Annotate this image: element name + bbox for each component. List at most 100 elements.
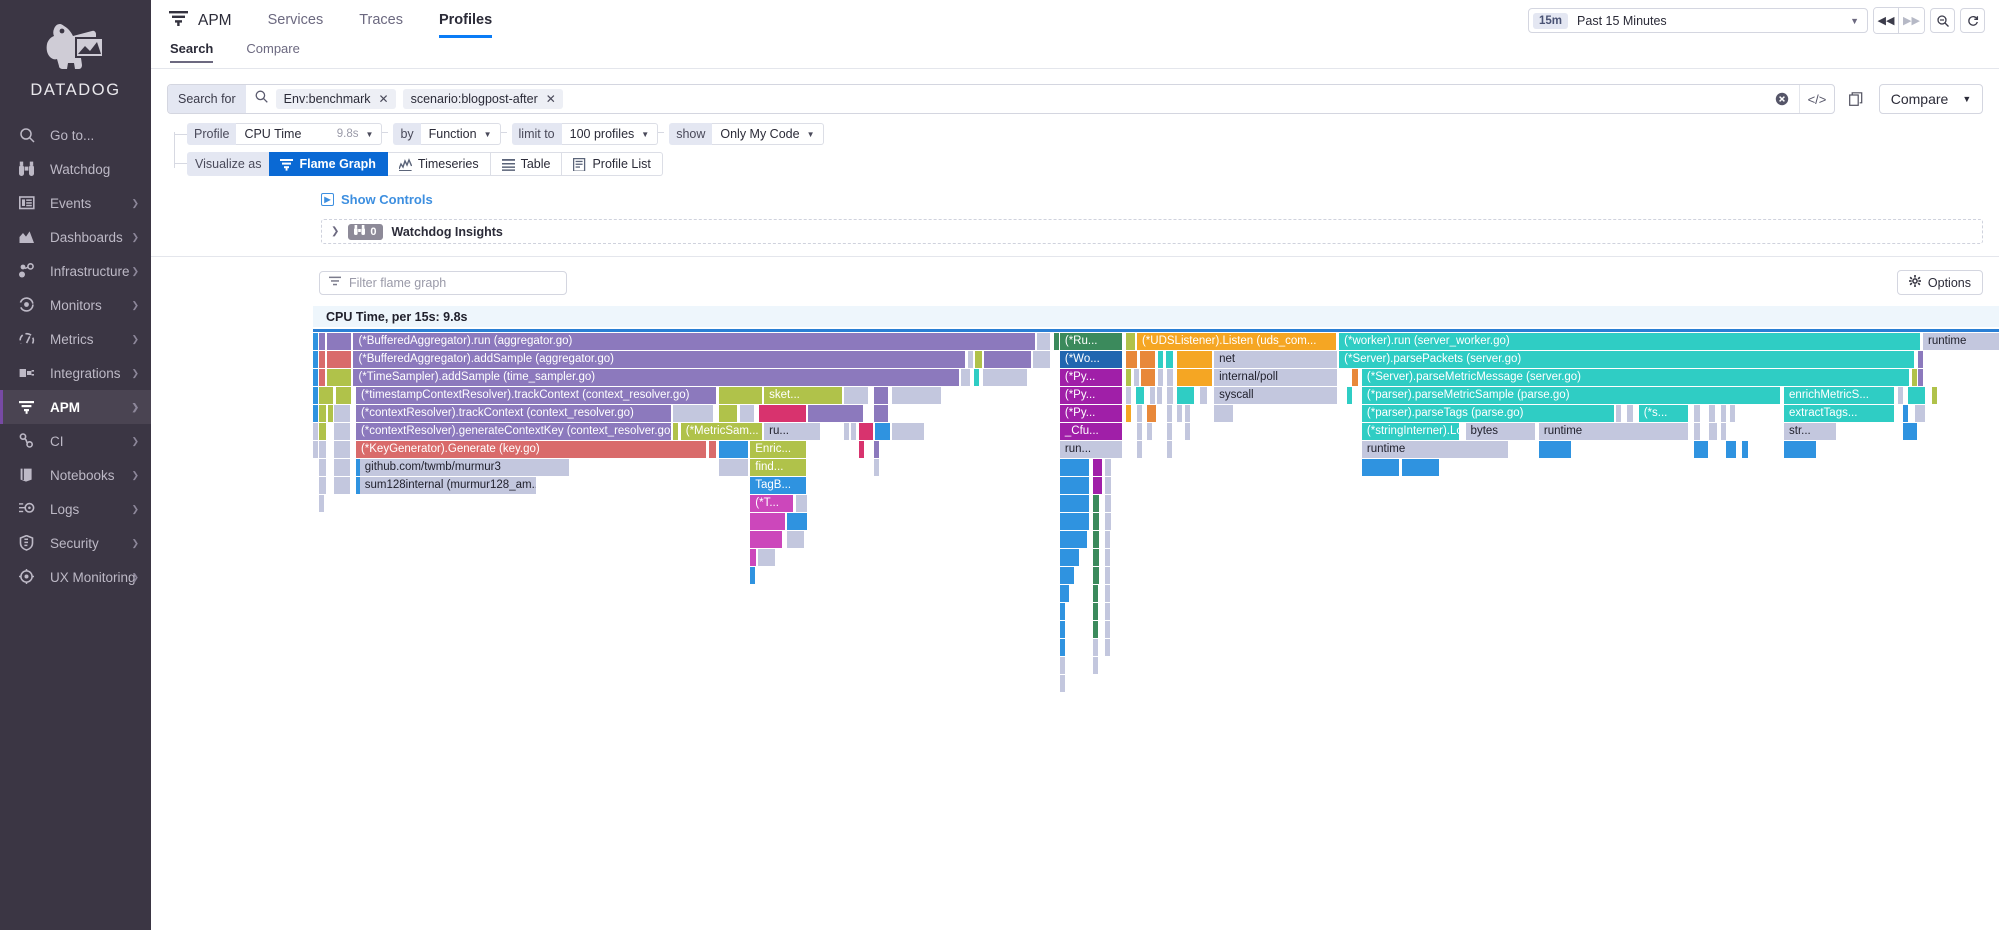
flame-frame-unlabeled[interactable] <box>319 423 327 440</box>
flame-frame-unlabeled[interactable] <box>1147 423 1154 440</box>
flame-frame[interactable]: (*Py... <box>1059 369 1124 386</box>
flame-frame-unlabeled[interactable] <box>1092 549 1101 566</box>
flame-frame-unlabeled[interactable] <box>334 459 351 476</box>
flame-frame-unlabeled[interactable] <box>1105 639 1112 656</box>
flame-frame[interactable]: sket... <box>764 387 843 404</box>
flame-graph[interactable]: (*BufferedAggregator).run (aggregator.go… <box>313 329 1999 809</box>
flame-frame-unlabeled[interactable] <box>1185 423 1191 440</box>
sidebar-item-monitors[interactable]: Monitors❯ <box>0 288 151 322</box>
flame-frame-unlabeled[interactable] <box>1694 405 1701 422</box>
flame-frame-unlabeled[interactable] <box>1915 405 1926 422</box>
time-range-select[interactable]: 15m Past 15 Minutes ▼ <box>1528 8 1868 33</box>
flame-frame-unlabeled[interactable] <box>673 405 714 422</box>
flame-frame-unlabeled[interactable] <box>1092 513 1101 530</box>
flame-frame-unlabeled[interactable] <box>1059 531 1088 548</box>
sidebar-item-ci[interactable]: CI❯ <box>0 424 151 458</box>
flame-frame[interactable]: run... <box>1059 441 1124 458</box>
watchdog-insights-bar[interactable]: ❯ 0 Watchdog Insights <box>321 219 1983 244</box>
flame-frame-unlabeled[interactable] <box>1402 459 1441 476</box>
sidebar-item-ux-monitoring[interactable]: UX Monitoring❯ <box>0 560 151 594</box>
flame-frame-unlabeled[interactable] <box>319 405 327 422</box>
flame-frame-unlabeled[interactable] <box>313 333 319 350</box>
flame-frame-unlabeled[interactable] <box>1059 657 1066 674</box>
refresh-button[interactable] <box>1960 8 1985 33</box>
flame-frame-unlabeled[interactable] <box>1911 369 1918 386</box>
flame-frame-unlabeled[interactable] <box>718 405 738 422</box>
flame-frame[interactable]: TagB... <box>750 477 808 494</box>
flame-frame-unlabeled[interactable] <box>1627 405 1634 422</box>
flame-frame-unlabeled[interactable] <box>1694 423 1701 440</box>
flame-frame-unlabeled[interactable] <box>1105 495 1112 512</box>
limit-value[interactable]: 100 profiles ▼ <box>561 123 659 145</box>
flame-frame-unlabeled[interactable] <box>740 405 756 422</box>
flame-frame-unlabeled[interactable] <box>718 441 749 458</box>
flame-frame[interactable]: net <box>1214 351 1338 368</box>
flame-frame-unlabeled[interactable] <box>786 531 805 548</box>
flame-frame-unlabeled[interactable] <box>858 441 865 458</box>
flame-frame-unlabeled[interactable] <box>319 369 326 386</box>
flame-frame-unlabeled[interactable] <box>313 387 319 404</box>
flame-filter-input[interactable]: Filter flame graph <box>319 270 567 295</box>
flame-frame-unlabeled[interactable] <box>313 441 319 458</box>
flame-frame-unlabeled[interactable] <box>759 405 808 422</box>
flame-frame-unlabeled[interactable] <box>1166 351 1174 368</box>
flame-frame-unlabeled[interactable] <box>750 531 784 548</box>
flame-frame[interactable]: extractTags... <box>1784 405 1896 422</box>
flame-frame-unlabeled[interactable] <box>319 459 327 476</box>
sidebar-item-metrics[interactable]: Metrics❯ <box>0 322 151 356</box>
flame-frame-unlabeled[interactable] <box>326 351 353 368</box>
flame-frame-unlabeled[interactable] <box>313 405 319 422</box>
flame-frame[interactable]: (*contextResolver).generateContextKey (c… <box>355 423 672 440</box>
tab-profiles[interactable]: Profiles <box>438 0 493 41</box>
limit-filter[interactable]: limit to 100 profiles ▼ <box>511 123 664 145</box>
flame-frame-unlabeled[interactable] <box>1147 405 1158 422</box>
flame-frame-unlabeled[interactable] <box>1105 513 1112 530</box>
flame-frame[interactable]: (*Wo... <box>1059 351 1124 368</box>
sidebar-item-watchdog[interactable]: Watchdog <box>0 152 151 186</box>
flame-frame[interactable]: (*stringInterner).LoadOrStore... <box>1361 423 1461 440</box>
flame-frame-unlabeled[interactable] <box>1092 477 1103 494</box>
flame-frame-unlabeled[interactable] <box>1092 495 1101 512</box>
code-view-button[interactable]: </> <box>1807 91 1827 107</box>
flame-frame-unlabeled[interactable] <box>1902 405 1910 422</box>
flame-frame-unlabeled[interactable] <box>1135 387 1145 404</box>
flame-frame-unlabeled[interactable] <box>1361 459 1400 476</box>
flame-frame-unlabeled[interactable] <box>1167 405 1174 422</box>
flame-frame-unlabeled[interactable] <box>1092 603 1100 620</box>
flame-frame-unlabeled[interactable] <box>1059 603 1067 620</box>
flame-frame-unlabeled[interactable] <box>1158 351 1165 368</box>
flame-frame-unlabeled[interactable] <box>1059 549 1081 566</box>
flame-frame-unlabeled[interactable] <box>1134 369 1141 386</box>
flame-frame[interactable]: (*parser).parseTags (parse.go) <box>1361 405 1615 422</box>
flame-frame-unlabeled[interactable] <box>1140 369 1156 386</box>
flame-frame-unlabeled[interactable] <box>1214 405 1235 422</box>
flame-frame-unlabeled[interactable] <box>1139 351 1156 368</box>
flame-frame-unlabeled[interactable] <box>1615 405 1623 422</box>
flame-frame-unlabeled[interactable] <box>1136 405 1144 422</box>
sidebar-item-dashboards[interactable]: Dashboards❯ <box>0 220 151 254</box>
flame-frame-unlabeled[interactable] <box>874 387 890 404</box>
flame-frame-unlabeled[interactable] <box>1092 531 1101 548</box>
flame-frame[interactable]: ru... <box>764 423 822 440</box>
flame-frame-unlabeled[interactable] <box>1917 369 1924 386</box>
flame-frame-unlabeled[interactable] <box>967 351 974 368</box>
close-icon[interactable]: ✕ <box>545 92 556 106</box>
sidebar-item-security[interactable]: Security❯ <box>0 526 151 560</box>
flame-frame[interactable]: (*T... <box>750 495 795 512</box>
flame-frame-unlabeled[interactable] <box>874 441 881 458</box>
flame-frame-unlabeled[interactable] <box>1105 549 1112 566</box>
flame-frame[interactable]: (*parser).parseMetricSample (parse.go) <box>1361 387 1782 404</box>
flame-frame-unlabeled[interactable] <box>874 405 890 422</box>
time-forward-button[interactable]: ▶▶ <box>1899 8 1924 33</box>
flame-frame[interactable]: Enric... <box>750 441 808 458</box>
flame-frame-unlabeled[interactable] <box>1105 459 1112 476</box>
flame-frame[interactable]: (*Py... <box>1059 387 1124 404</box>
flame-frame-unlabeled[interactable] <box>891 423 925 440</box>
show-filter[interactable]: show Only My Code ▼ <box>669 123 824 145</box>
flame-frame[interactable]: (*BufferedAggregator).run (aggregator.go… <box>353 333 1036 350</box>
flame-frame-unlabeled[interactable] <box>750 567 757 584</box>
flame-frame-unlabeled[interactable] <box>961 369 972 386</box>
flame-frame-unlabeled[interactable] <box>843 423 850 440</box>
flame-frame-unlabeled[interactable] <box>1105 621 1112 638</box>
flame-frame-unlabeled[interactable] <box>1105 531 1112 548</box>
